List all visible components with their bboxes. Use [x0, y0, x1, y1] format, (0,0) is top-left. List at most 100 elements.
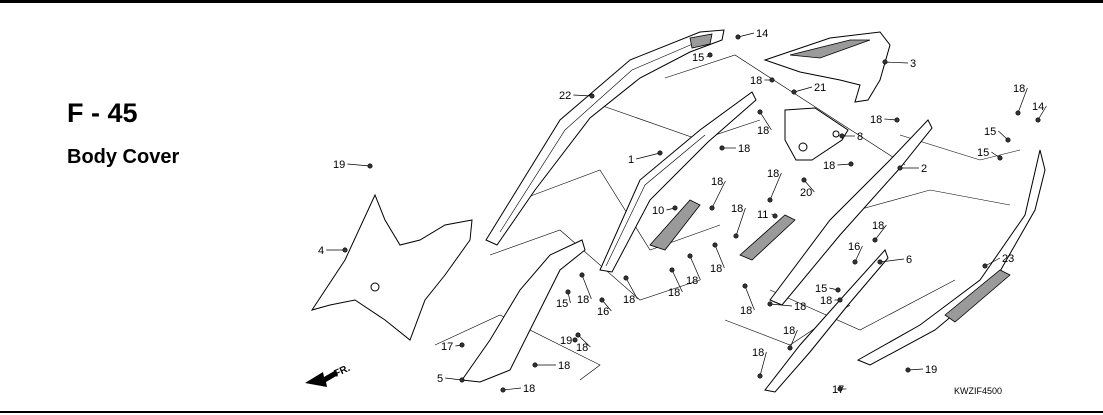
callout-18: 18 — [757, 109, 772, 137]
callout-14: 14 — [735, 28, 768, 40]
fastener-icon — [669, 267, 675, 273]
callout-leader-line — [803, 179, 815, 193]
callout-number: 18 — [767, 168, 779, 180]
fastener-icon — [787, 345, 793, 351]
fastener-icon — [769, 77, 775, 83]
callout-15: 15 — [692, 52, 713, 64]
callout-23: 23 — [982, 253, 1014, 269]
callout-18: 18 — [577, 272, 592, 306]
callout-leader-line — [502, 387, 522, 391]
callout-number: 18 — [1013, 83, 1025, 95]
fastener-icon — [707, 52, 713, 58]
part-4-floor-cover — [310, 193, 473, 341]
callout-18: 18 — [767, 301, 806, 313]
drawing-reference-code: KWZIF4500 — [954, 386, 1003, 396]
fastener-icon — [905, 367, 911, 373]
fastener-icon — [1035, 117, 1041, 123]
callout-18: 18 — [740, 283, 755, 317]
callout-18: 18 — [710, 242, 725, 275]
callout-16: 16 — [848, 241, 863, 265]
callout-number: 18 — [794, 301, 806, 313]
callout-19: 19 — [905, 364, 937, 376]
callout-number: 5 — [437, 373, 443, 385]
part-23-lower-rear-cover — [856, 149, 1046, 366]
callout-number: 14 — [1032, 101, 1044, 113]
callout-number: 4 — [318, 245, 324, 257]
fastener-icon — [657, 150, 663, 156]
callout-leader-line — [854, 245, 863, 263]
callout-leader-line — [879, 258, 905, 263]
fastener-icon — [579, 272, 585, 278]
fastener-icon — [1015, 110, 1021, 116]
fastener-icon — [599, 297, 605, 303]
callout-number: 18 — [757, 125, 769, 137]
callout-18: 18 — [532, 360, 570, 372]
callout-number: 2 — [921, 163, 927, 175]
callout-leader-line — [769, 172, 782, 201]
callout-17: 17 — [441, 341, 465, 353]
callout-18: 18 — [500, 383, 535, 395]
part-2-right-body-cover — [769, 119, 933, 306]
callout-number: 3 — [910, 58, 916, 70]
callout-20: 20 — [800, 177, 815, 199]
top-border — [0, 0, 1103, 3]
fastener-icon — [742, 283, 748, 289]
callout-18: 18 — [719, 143, 750, 155]
fastener-icon — [772, 213, 778, 219]
callout-leader-line — [769, 303, 793, 307]
fastener-icon — [575, 332, 581, 338]
callout-18: 18 — [1013, 83, 1028, 116]
callout-number: 18 — [872, 220, 884, 232]
fastener-icon — [894, 117, 900, 123]
fastener-icon — [672, 205, 678, 211]
callout-6: 6 — [877, 254, 912, 266]
fastener-icon — [500, 387, 506, 393]
callout-19: 19 — [560, 335, 578, 347]
figure-code: F - 45 — [67, 98, 138, 128]
callout-leader-line — [689, 255, 701, 281]
callout-number: 15 — [692, 52, 704, 64]
callout-number: 6 — [906, 254, 912, 266]
callout-number: 10 — [652, 205, 664, 217]
callout-number: 17 — [441, 341, 453, 353]
fastener-icon — [982, 263, 988, 269]
callout-3: 3 — [882, 58, 916, 70]
callout-number: 19 — [333, 159, 345, 171]
fastener-icon — [757, 109, 763, 115]
callout-leader-line — [445, 377, 463, 381]
callout-number: 18 — [783, 325, 795, 337]
callout-leader-line — [744, 285, 755, 311]
callout-leader-line — [1037, 105, 1047, 121]
callout-19: 19 — [333, 159, 373, 171]
fastener-icon — [837, 297, 843, 303]
callout-number: 18 — [623, 294, 635, 306]
fastener-icon — [882, 59, 888, 65]
callout-21: 21 — [791, 82, 826, 95]
fastener-icon — [712, 242, 718, 248]
callout-4: 4 — [318, 245, 348, 257]
callout-11: 11 — [757, 209, 778, 221]
callout-number: 18 — [558, 360, 570, 372]
direction-label: FR. — [333, 363, 352, 380]
callout-leader-line — [793, 86, 813, 93]
callout-number: 18 — [870, 114, 882, 126]
callout-8: 8 — [839, 131, 863, 143]
callout-leader-line — [671, 269, 683, 293]
callout-number: 20 — [800, 187, 812, 199]
callout-number: 15 — [977, 147, 989, 159]
callout-18: 18 — [752, 347, 767, 379]
callout-number: 15 — [556, 298, 568, 310]
callout-number: 1 — [628, 154, 634, 166]
fastener-icon — [709, 205, 715, 211]
callout-18: 18 — [709, 176, 726, 211]
callout-leader-line — [711, 180, 726, 209]
callout-number: 15 — [984, 126, 996, 138]
callout-leader-line — [874, 224, 887, 241]
figure-title: Body Cover — [67, 146, 180, 168]
callout-leader-line — [735, 207, 746, 237]
callout-number: 19 — [925, 364, 937, 376]
callout-leader-line — [907, 368, 924, 371]
fastener-icon — [767, 197, 773, 203]
part-6-small-rail — [764, 249, 889, 393]
